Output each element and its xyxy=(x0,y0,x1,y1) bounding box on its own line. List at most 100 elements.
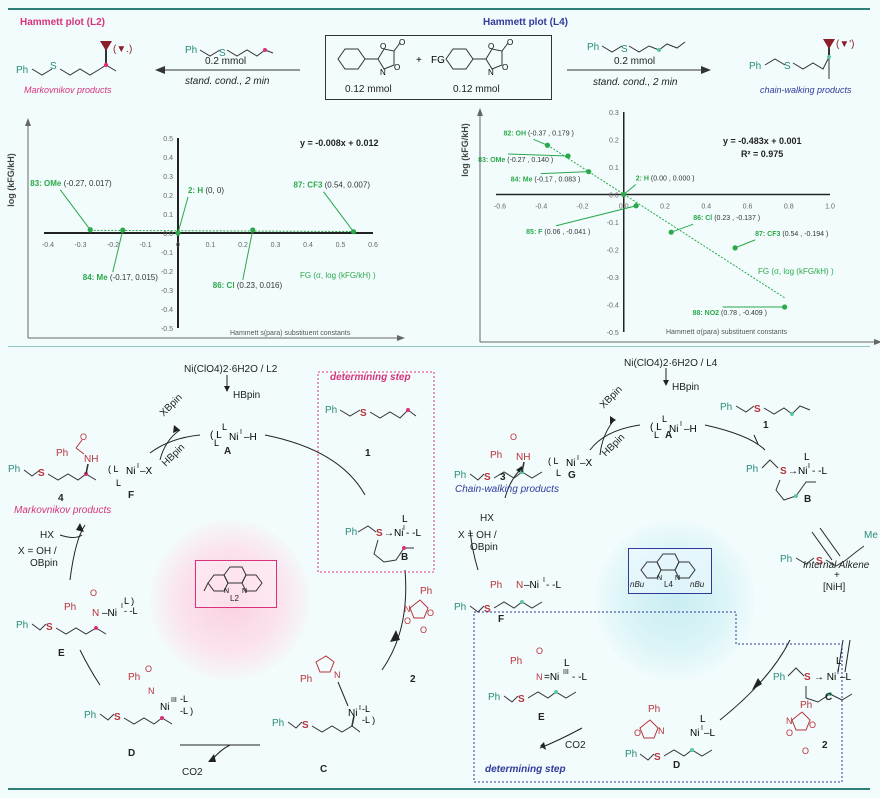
y-tick-label: 0.1 xyxy=(609,165,619,172)
x-tick-label: 0.0 xyxy=(619,204,629,211)
y-tick-label: 0.2 xyxy=(163,193,173,200)
svg-text:-L ): -L ) xyxy=(180,706,193,716)
svg-text:N: N xyxy=(242,588,247,595)
x-tick-label: 0.4 xyxy=(701,204,711,211)
svg-text:S: S xyxy=(804,672,811,683)
y-tick-label: -0.1 xyxy=(161,250,173,257)
data-label-2: 2: H (0.00 , 0.000 ) xyxy=(636,176,695,183)
svg-text:Ph: Ph xyxy=(800,700,812,711)
x-tick-label: 0.4 xyxy=(303,242,313,249)
svg-text:I: I xyxy=(837,669,839,676)
left-label-F: F xyxy=(128,490,135,501)
x-tick-label: 0.8 xyxy=(784,204,794,211)
leader-line xyxy=(556,205,637,227)
x-tick-label: -0.4 xyxy=(535,204,547,211)
right-label-E: E xyxy=(538,712,545,723)
left-reagent-number: 2 xyxy=(410,674,416,685)
chain-walking-product-structure: Ph S xyxy=(749,39,835,79)
data-point-85 xyxy=(633,203,639,209)
svg-text:S: S xyxy=(816,556,823,567)
svg-text:N: N xyxy=(488,68,494,77)
svg-text:Ph: Ph xyxy=(64,602,76,613)
svg-text:O: O xyxy=(536,646,543,656)
left-x-definition: X = OH / xyxy=(18,546,57,557)
data-coords-86: (0.23, 0.016) xyxy=(237,281,283,290)
right-label-G: G xyxy=(568,470,576,481)
y-tick-label: 0.0 xyxy=(163,231,173,238)
y-tick-label: 0.5 xyxy=(163,136,173,143)
y-tick-label: -0.4 xyxy=(161,307,173,314)
right-x-definition-2: OBpin xyxy=(470,542,498,553)
svg-text:–L: –L xyxy=(704,728,716,739)
left-plot-title: Hammett plot (L2) xyxy=(20,17,105,28)
x-tick-label: 0.6 xyxy=(368,242,378,249)
svg-text:–Ni: –Ni xyxy=(102,608,117,619)
svg-text:Ni: Ni xyxy=(566,458,575,469)
data-label-88: 88: NO2 (0.78 , -0.409 ) xyxy=(693,310,767,317)
markovnikov-product-structure: Ph S xyxy=(16,41,117,76)
svg-text:O: O xyxy=(90,588,97,598)
y-axis-label: log (kFG/kH) xyxy=(6,153,16,207)
svg-text:L: L xyxy=(214,438,219,448)
svg-text:FG: FG xyxy=(431,55,445,66)
svg-text:Ph: Ph xyxy=(454,470,466,481)
data-point-86 xyxy=(250,227,256,233)
svg-text:Ph: Ph xyxy=(720,402,732,413)
svg-text:- -L: - -L xyxy=(124,606,138,616)
svg-text:=Ni: =Ni xyxy=(544,672,559,683)
right-label-C: C xyxy=(825,692,833,703)
data-coords-83: (-0.27, 0.017) xyxy=(64,179,112,188)
y-tick-label: -0.3 xyxy=(161,288,173,295)
x-arrow-icon xyxy=(874,339,880,345)
svg-text:S: S xyxy=(302,720,309,731)
svg-text:N: N xyxy=(536,672,543,682)
svg-text:S: S xyxy=(654,752,661,763)
left-hbpin-activation: HBpin xyxy=(233,390,261,401)
svg-text:Ph: Ph xyxy=(625,749,637,760)
left-markovnikov-products: Markovnikov products xyxy=(14,505,112,516)
svg-text:Ph: Ph xyxy=(488,692,500,703)
svg-text:- -L: - -L xyxy=(572,672,587,683)
triangle-marker-icon xyxy=(100,41,112,51)
markovnikov-marker: (▼.) xyxy=(113,44,133,55)
svg-text:Ph: Ph xyxy=(16,620,28,631)
r-squared: R² = 0.975 xyxy=(741,149,783,159)
leader-line xyxy=(112,230,124,273)
svg-text:S: S xyxy=(50,61,57,72)
svg-text:–Ni: –Ni xyxy=(524,580,539,591)
y-tick-label: -0.2 xyxy=(607,248,619,255)
svg-text:N: N xyxy=(657,575,662,582)
data-coords-84: (-0.17 , 0.083 ) xyxy=(534,177,580,184)
svg-text:S: S xyxy=(784,61,791,72)
svg-text:–H: –H xyxy=(244,432,257,443)
left-label-D: D xyxy=(128,748,136,759)
svg-text:Ph: Ph xyxy=(345,527,357,538)
regression-equation: y = -0.008x + 0.012 xyxy=(300,138,379,148)
right-nih: [NiH] xyxy=(823,582,846,593)
svg-text:( L: ( L xyxy=(210,430,222,441)
data-label-87: 87: CF3 (0.54, 0.007) xyxy=(294,181,371,190)
data-label-87: 87: CF3 (0.54 , -0.194 ) xyxy=(755,231,828,238)
data-coords-2: (0, 0) xyxy=(205,186,224,195)
leader-line xyxy=(734,239,756,249)
x-tick-label: -0.2 xyxy=(107,242,119,249)
left-co2: CO2 xyxy=(182,767,203,778)
svg-text:L: L xyxy=(662,414,667,424)
chain-walking-marker: (▼') xyxy=(836,39,855,50)
y-tick-label: -0.1 xyxy=(607,220,619,227)
svg-text:Ph: Ph xyxy=(128,672,140,683)
svg-text:( L: ( L xyxy=(548,456,559,466)
reagent-right-amount: 0.12 mmol xyxy=(453,84,500,95)
svg-text:Ph: Ph xyxy=(420,586,432,597)
x-axis-label: Hammett σ(para) substituent constants xyxy=(666,329,788,336)
svg-text:S: S xyxy=(754,404,761,415)
svg-text:N: N xyxy=(658,726,665,736)
svg-text:I: I xyxy=(701,725,703,732)
left-reaction-arrow: Ph S xyxy=(155,45,300,74)
svg-text:Ph: Ph xyxy=(325,405,337,416)
left-substrate-amount: 0.2 mmol xyxy=(205,56,247,67)
y-tick-label: 0.2 xyxy=(609,138,619,145)
svg-text:→Ni: →Ni xyxy=(384,528,403,539)
x-tick-label: -0.2 xyxy=(576,204,588,211)
